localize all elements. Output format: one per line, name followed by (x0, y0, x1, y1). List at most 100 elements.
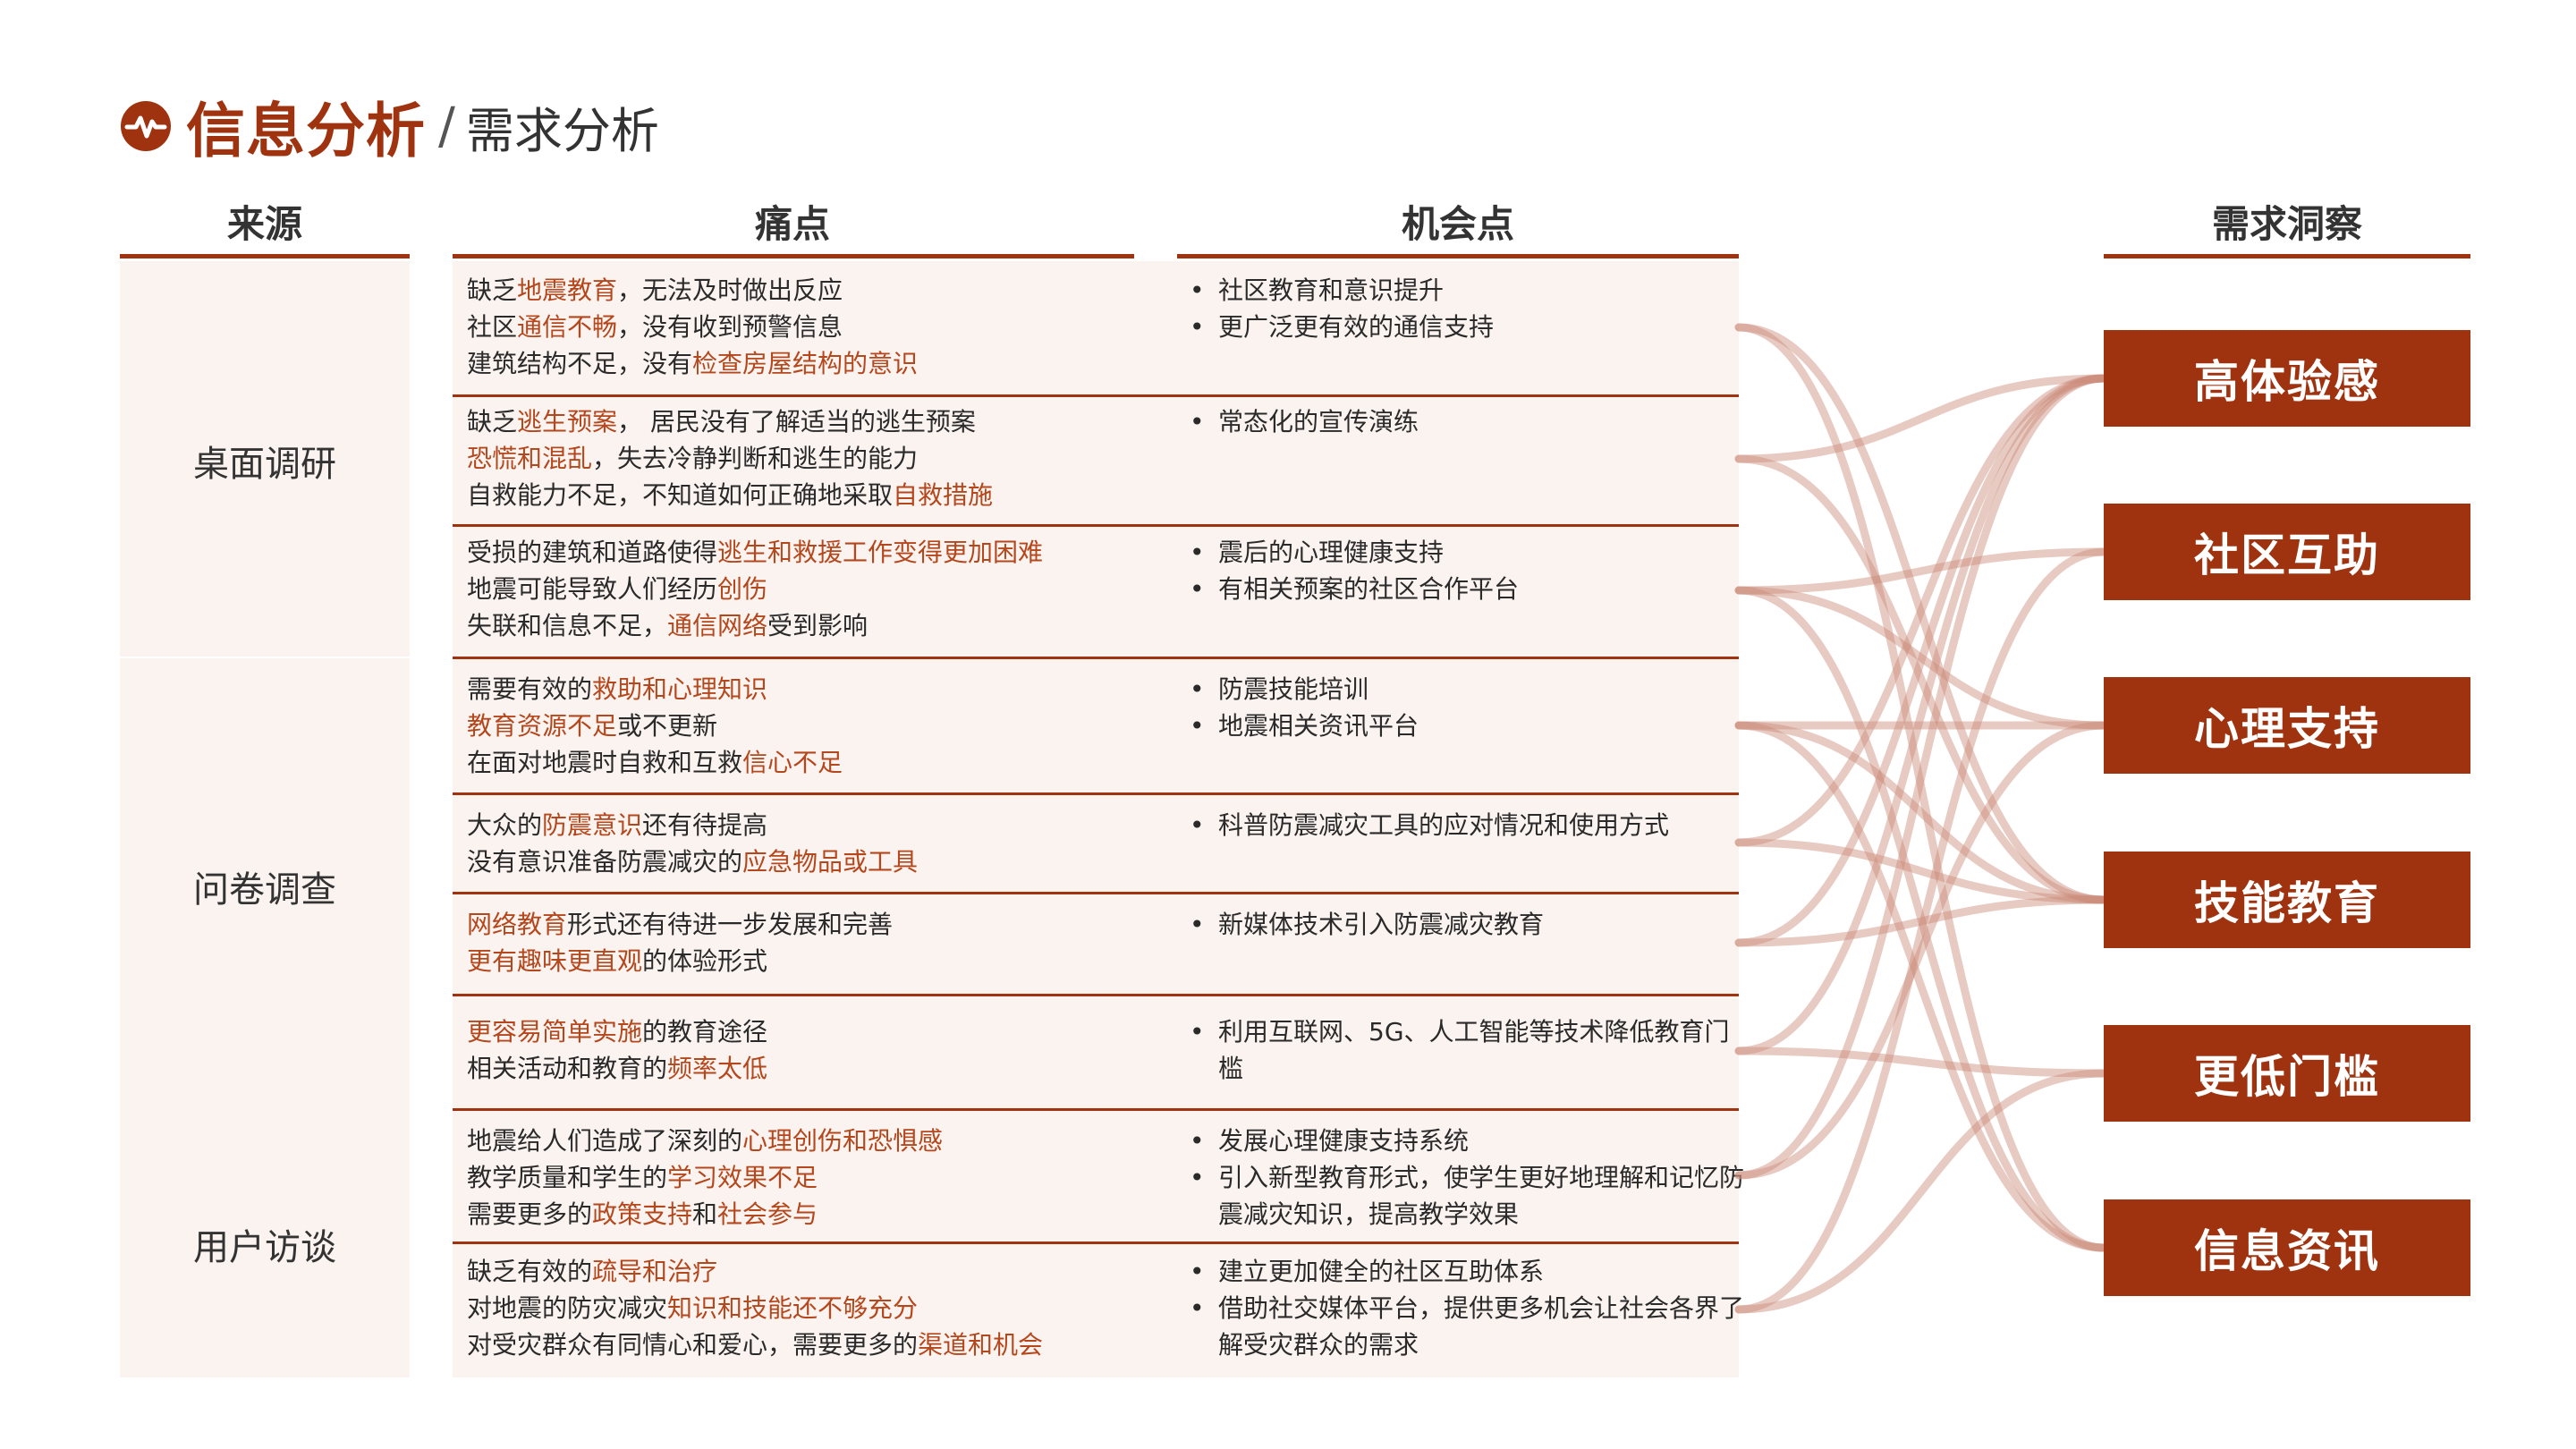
insight-box-experience[interactable]: 高体验感 (2104, 330, 2470, 427)
opportunity-text: 更广泛更有效的通信支持 (1218, 312, 1495, 342)
opportunity-item: •有相关预案的社区合作平台 (1190, 571, 1744, 607)
connection-line-1 (1734, 323, 2108, 1252)
opportunity-text: 发展心理健康支持系统 (1218, 1126, 1470, 1156)
opportunity-item: •科普防震减灾工具的应对情况和使用方式 (1190, 807, 1744, 843)
column-header-opportunity: 机会点 (1401, 201, 1514, 246)
pain-line: 对地震的防灾减灾知识和技能还不够充分 (467, 1290, 1129, 1326)
pain-line: 社区通信不畅，没有收到预警信息 (467, 309, 1129, 345)
row-divider (453, 657, 1739, 659)
source-label-survey: 问卷调查 (193, 869, 336, 911)
pain-line: 缺乏逃生预案， 居民没有了解适当的逃生预案 (467, 403, 1129, 440)
pain-text: 和 (692, 1199, 718, 1229)
pain-highlight: 疏导和治疗 (592, 1257, 718, 1286)
source-label-desk-research: 桌面调研 (193, 444, 336, 485)
pain-line: 缺乏地震教育，无法及时做出反应 (467, 272, 1129, 309)
pain-cell: 大众的防震意识还有待提高没有意识准备防震减灾的应急物品或工具 (467, 807, 1129, 880)
connection-line-14 (1734, 1046, 2108, 1078)
row-divider (453, 394, 1739, 397)
opportunity-text: 有相关预案的社区合作平台 (1218, 574, 1520, 604)
pain-highlight: 心理创伤和恐惧感 (742, 1126, 944, 1156)
bullet-dot: • (1190, 1017, 1205, 1046)
bullet-dot: • (1190, 1163, 1205, 1192)
opportunity-item: •社区教育和意识提升 (1190, 272, 1744, 309)
pain-text: 社区 (467, 312, 518, 342)
opportunity-text: 引入新型教育形式，使学生更好地理解和记忆防震减灾知识，提高教学效果 (1218, 1163, 1745, 1229)
row-divider (453, 994, 1739, 996)
insight-box-information[interactable]: 信息资讯 (2104, 1199, 2470, 1296)
pain-cell: 缺乏地震教育，无法及时做出反应社区通信不畅，没有收到预警信息建筑结构不足，没有检… (467, 272, 1129, 382)
pain-line: 缺乏有效的疏导和治疗 (467, 1253, 1129, 1290)
bullet-dot: • (1190, 312, 1205, 342)
bullet-dot: • (1190, 407, 1205, 436)
pain-line: 相关活动和教育的频率太低 (467, 1050, 1129, 1087)
opportunity-cell: •震后的心理健康支持•有相关预案的社区合作平台 (1190, 534, 1744, 607)
bullet-dot: • (1190, 910, 1205, 939)
pain-highlight: 自救措施 (893, 480, 994, 510)
opportunity-item: •震后的心理健康支持 (1190, 534, 1744, 571)
opportunity-cell: • 发展心理健康支持系统 • 引入新型教育形式，使学生更好地理解和记忆防震减灾知识，提… (1190, 1123, 1744, 1233)
pain-text: 教学质量和学生的 (467, 1163, 668, 1192)
pain-text: ，没有收到预警信息 (617, 312, 843, 342)
pain-line: 需要有效的救助和心理知识 (467, 671, 1129, 708)
row-divider (453, 1108, 1739, 1111)
pain-text: 地震可能导致人们经历 (467, 574, 718, 604)
pain-text: 失联和信息不足， (467, 611, 668, 640)
pain-highlight: 逃生预案 (517, 407, 618, 436)
connection-line-5 (1734, 586, 2108, 730)
insight-box-skills[interactable]: 技能教育 (2104, 852, 2470, 948)
pain-highlight: 知识和技能还不够充分 (667, 1293, 919, 1323)
pain-highlight: 政策支持 (592, 1199, 693, 1229)
opportunity-item: • 常态化的宣传演练 (1190, 403, 1744, 440)
pain-cell: 更容易简单实施的教育途径相关活动和教育的频率太低 (467, 1013, 1129, 1087)
connection-line-9 (1734, 721, 2108, 1252)
opportunity-item: •利用互联网、5G、人工智能等技术降低教育门槛 (1190, 1013, 1744, 1087)
column-header-insight: 需求洞察 (2211, 201, 2362, 246)
pain-highlight: 渠道和机会 (918, 1330, 1044, 1360)
page-subtitle: 需求分析 (465, 102, 659, 159)
opportunity-item: •防震技能培训 (1190, 671, 1744, 708)
pain-highlight: 检查房屋结构的意识 (692, 349, 919, 378)
opportunity-cell: •建立更加健全的社区互助体系•借助社交媒体平台，提供更多机会让社会各界了解受灾群… (1190, 1253, 1744, 1363)
connection-line-19 (1734, 1069, 2108, 1314)
bullet-dot: • (1190, 711, 1205, 741)
opportunity-item: • 新媒体技术引入防震减灾教育 (1190, 906, 1744, 943)
pain-text: 建筑结构不足，没有 (467, 349, 693, 378)
connection-line-3 (1734, 454, 2108, 904)
opportunity-text: 建立更加健全的社区互助体系 (1218, 1257, 1545, 1286)
pain-text: 或不更新 (617, 711, 718, 741)
connection-line-16 (1734, 721, 2108, 1180)
pain-text: ，无法及时做出反应 (617, 275, 843, 305)
insight-box-psychological[interactable]: 心理支持 (2104, 677, 2470, 774)
row-divider (453, 524, 1739, 527)
column-header-pain: 痛点 (754, 201, 830, 246)
insight-box-lower-barrier[interactable]: 更低门槛 (2104, 1025, 2470, 1122)
pain-text: 需要有效的 (467, 674, 593, 704)
opportunity-text: 常态化的宣传演练 (1218, 407, 1419, 436)
insight-box-community[interactable]: 社区互助 (2104, 504, 2470, 600)
pain-text: 的教育途径 (642, 1017, 768, 1046)
pain-highlight: 更容易简单实施 (467, 1017, 643, 1046)
pain-text: 地震给人们造成了深刻的 (467, 1126, 743, 1156)
pain-highlight: 学习效果不足 (667, 1163, 818, 1192)
pain-line: 恐慌和混乱，失去冷静判断和逃生的能力 (467, 440, 1129, 477)
pain-text: 大众的 (467, 810, 543, 840)
opportunity-item: • 引入新型教育形式，使学生更好地理解和记忆防震减灾知识，提高教学效果 (1190, 1159, 1744, 1233)
opportunity-item: • 发展心理健康支持系统 (1190, 1123, 1744, 1159)
pain-text: 受到影响 (767, 611, 869, 640)
opportunity-text: 社区教育和意识提升 (1218, 275, 1445, 305)
page-title-row: 信息分析 / 需求分析 (120, 86, 659, 166)
opportunity-item: • 更广泛更有效的通信支持 (1190, 309, 1744, 345)
connection-line-10 (1734, 838, 2108, 904)
opportunity-text: 新媒体技术引入防震减灾教育 (1218, 910, 1545, 939)
row-divider (453, 1241, 1739, 1244)
bullet-dot: • (1190, 1126, 1205, 1156)
pain-line: 地震可能导致人们经历创伤 (467, 571, 1129, 607)
pain-text: 形式还有待进一步发展和完善 (567, 910, 894, 939)
pain-line: 更有趣味更直观的体验形式 (467, 943, 1129, 979)
pain-text: 需要更多的 (467, 1199, 593, 1229)
opportunity-text: 科普防震减灾工具的应对情况和使用方式 (1218, 810, 1670, 840)
pain-text: 对受灾群众有同情心和爱心，需要更多的 (467, 1330, 919, 1360)
pain-highlight: 防震意识 (542, 810, 643, 840)
pain-line: 对受灾群众有同情心和爱心，需要更多的渠道和机会 (467, 1326, 1129, 1363)
